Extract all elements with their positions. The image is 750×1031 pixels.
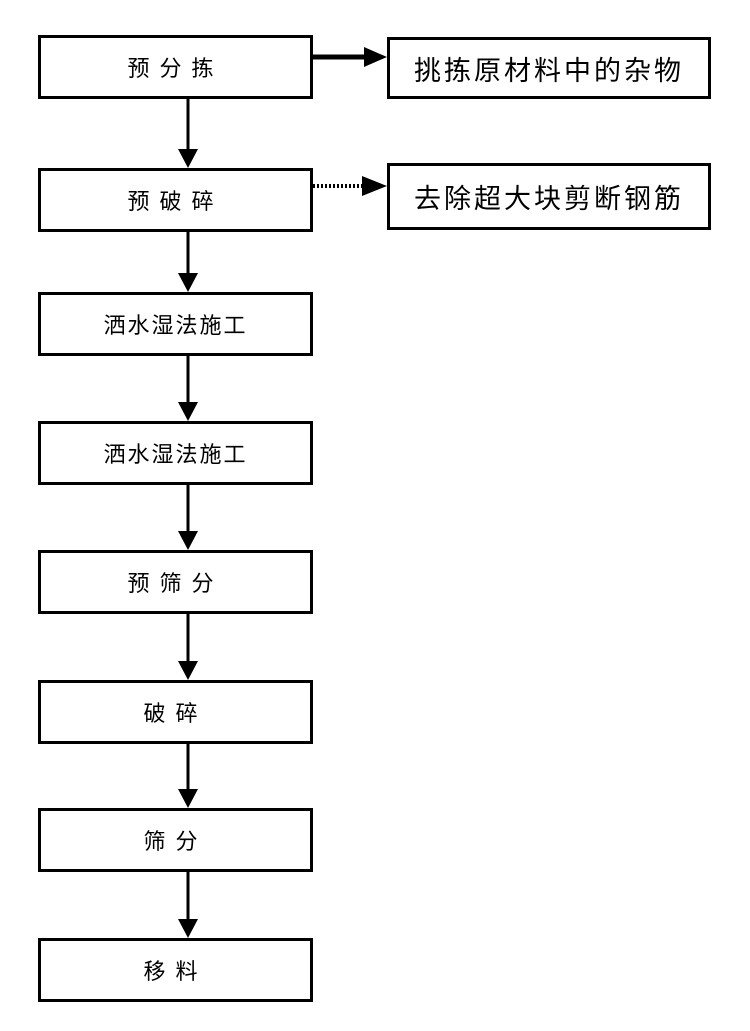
arrow-step6-step7 [178, 744, 198, 808]
arrow-step3-step4 [178, 356, 198, 421]
flow-step-label: 移料 [143, 960, 208, 985]
flow-step-label: 洒水湿法施工 [103, 443, 248, 468]
arrow-step5-step6 [178, 614, 198, 680]
flow-step-label: 筛分 [143, 830, 208, 855]
arrow-step7-step8 [178, 872, 198, 938]
arrow-step2-note2 [313, 176, 387, 196]
arrow-step1-step2 [178, 99, 198, 168]
flow-note-remove-impurities: 挑拣原材料中的杂物 [387, 37, 711, 99]
flow-step-label: 预破碎 [127, 190, 224, 215]
flow-note-label: 去除超大块剪断钢筋 [414, 184, 684, 215]
flow-step-crushing: 破碎 [38, 680, 313, 744]
flow-step-material-move: 移料 [38, 938, 313, 1002]
flow-step-pre-screening: 预筛分 [38, 550, 313, 614]
flow-step-screening: 筛分 [38, 808, 313, 872]
flow-note-remove-oversize: 去除超大块剪断钢筋 [387, 163, 711, 230]
flow-step-label: 预筛分 [127, 572, 224, 597]
flow-note-label: 挑拣原材料中的杂物 [414, 55, 684, 87]
arrow-step2-step3 [178, 232, 198, 292]
flow-step-label: 预分拣 [127, 57, 224, 82]
flow-step-wet-spray-2: 洒水湿法施工 [38, 421, 313, 485]
flow-step-label: 破碎 [143, 702, 208, 727]
arrow-step1-note1 [313, 47, 387, 67]
flow-step-wet-spray-1: 洒水湿法施工 [38, 292, 313, 356]
arrow-step4-step5 [178, 485, 198, 550]
flow-step-label: 洒水湿法施工 [103, 314, 248, 339]
flow-step-pre-sorting: 预分拣 [38, 35, 313, 99]
flow-step-pre-crushing: 预破碎 [38, 168, 313, 232]
